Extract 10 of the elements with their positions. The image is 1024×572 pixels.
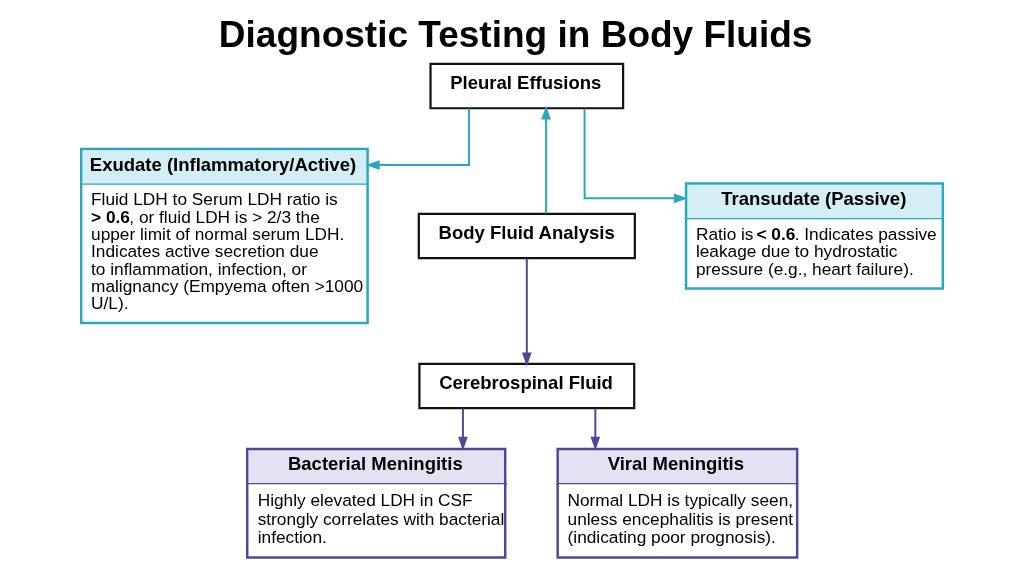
arrow	[458, 407, 468, 451]
arrow	[583, 107, 688, 204]
diagram-title: Diagnostic Testing in Body Fluids	[218, 12, 813, 55]
arrow	[365, 107, 471, 170]
arrow	[541, 105, 551, 215]
node-box: Body Fluid Analysis	[417, 212, 636, 260]
node-box: Cerebrospinal Fluid	[418, 362, 636, 410]
arrow	[521, 257, 532, 367]
node-box: Pleural Effusions	[429, 62, 625, 110]
arrow	[590, 407, 601, 451]
